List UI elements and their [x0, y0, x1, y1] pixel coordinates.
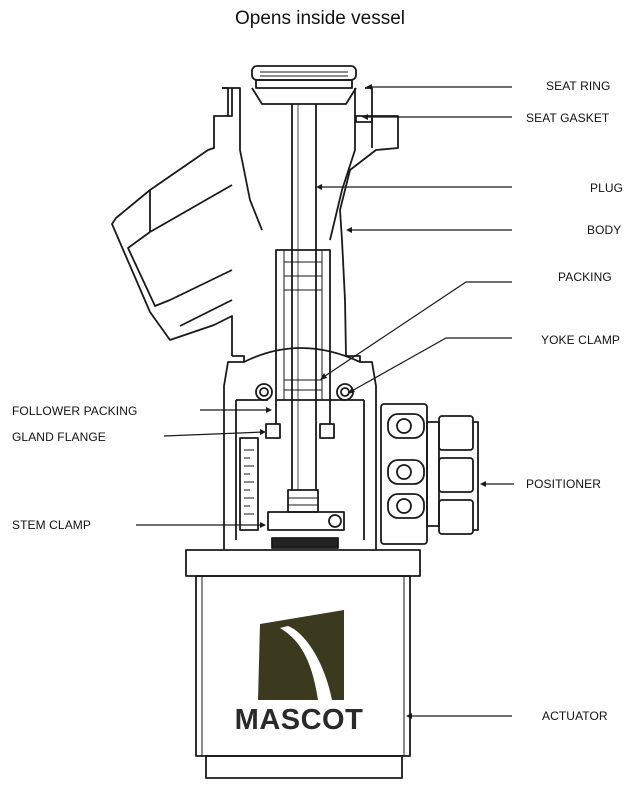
logo-mark-icon [258, 610, 344, 700]
label-body: BODY [587, 223, 622, 237]
label-gland-flange: GLAND FLANGE [12, 430, 106, 444]
packing-box [265, 249, 335, 439]
label-packing: PACKING [558, 270, 612, 284]
leader-lines [136, 86, 514, 717]
leader-arrowheads [260, 84, 486, 719]
label-positioner: POSITIONER [526, 477, 602, 491]
logo-brand-text: MASCOT [235, 704, 364, 736]
stem-clamp [267, 489, 345, 549]
positioner [380, 403, 479, 545]
actuator [185, 549, 421, 779]
label-stem-clamp: STEM CLAMP [12, 518, 92, 532]
yoke-clamp [255, 383, 354, 401]
mascot-logo: MASCOT [235, 610, 364, 736]
seat-ring [251, 65, 357, 105]
label-seat-ring: SEAT RING [546, 79, 611, 93]
label-seat-gasket: SEAT GASKET [526, 111, 610, 125]
plug-stem [291, 104, 317, 490]
label-yoke-clamp: YOKE CLAMP [541, 333, 621, 347]
label-follower-packing: FOLLOWER PACKING [12, 404, 138, 418]
label-plug: PLUG [590, 181, 624, 195]
travel-scale [239, 437, 259, 531]
diagram-title: Opens inside vessel [234, 8, 406, 29]
valve-body [111, 87, 399, 550]
label-actuator: ACTUATOR [542, 709, 608, 723]
